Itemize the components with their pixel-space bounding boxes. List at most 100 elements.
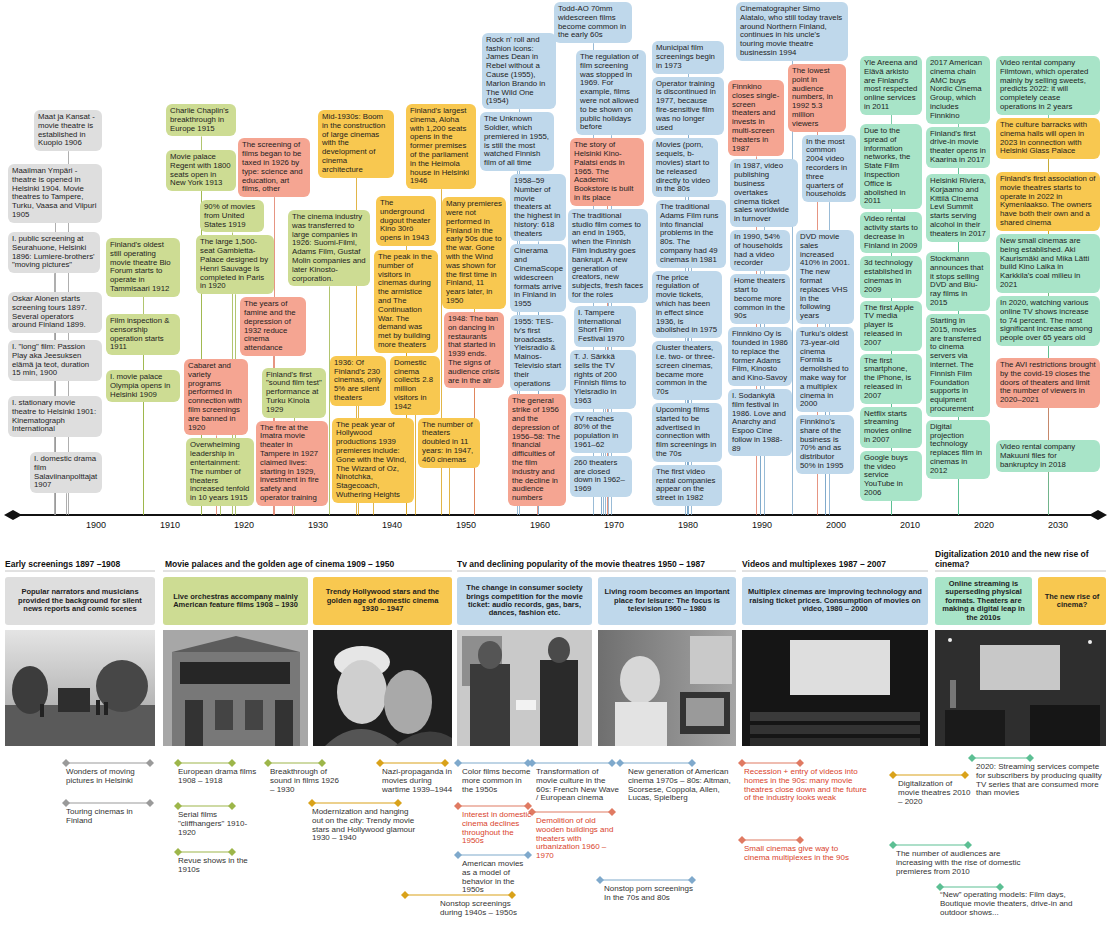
period-bar <box>62 799 154 807</box>
year-label: 1940 <box>372 521 412 531</box>
period-bar <box>264 759 326 767</box>
event-text: 3d technology established in cinemas in … <box>864 259 918 294</box>
event-box: The first smartphone, the iPhone, is rel… <box>860 354 922 404</box>
era-title: Videos and multiplexes 1987 – 2007 <box>742 560 928 569</box>
leader-line <box>825 474 826 515</box>
year-label: 1920 <box>224 521 264 531</box>
event-text: Oskar Alonen starts screening tours 1897… <box>12 295 98 330</box>
event-box: Rock n' roll and fashion icons: James De… <box>482 33 556 109</box>
event-text: In 1987, video publishing business overt… <box>734 162 794 224</box>
event-text: The fire at the Imatra movie theater in … <box>260 424 324 503</box>
event-text: I. movie palace Olympia opens in Helsink… <box>110 373 176 399</box>
event-box: Finland's first "sound film test" perfor… <box>262 368 326 418</box>
event-text: Todd-AO 70mm widescreen films become com… <box>558 5 628 40</box>
event-box: Upcoming films started to be advertised … <box>652 403 722 462</box>
event-box: The price regulation of movie tickets, w… <box>652 271 722 339</box>
event-text: Operator training is discontinued in 197… <box>656 80 720 133</box>
event-text: I. stationary movie theatre to Helsinki … <box>12 399 98 434</box>
event-box: Cabaret and variety programs performed i… <box>184 359 248 435</box>
photo-multiplex-hall <box>742 630 928 746</box>
year-label: 2030 <box>1038 521 1078 531</box>
event-text: 2017 American cinema chain AMC buys Nord… <box>930 59 986 121</box>
event-box: Due to the spread of information network… <box>860 124 922 209</box>
event-text: In the most common 2004 video recorders … <box>806 138 852 200</box>
event-text: The screening of films began to be taxed… <box>242 141 306 194</box>
event-box: I. stationary movie theatre to Helsinki … <box>8 396 102 437</box>
event-box: Cinematographer Simo Alatalo, who still … <box>736 2 848 61</box>
event-box: Netflix starts streaming movies online i… <box>860 407 922 448</box>
note-text: European drama films 1908 – 1918 <box>178 768 260 786</box>
note-text: Color films become more common in the 19… <box>462 768 532 794</box>
period-bar <box>889 841 972 849</box>
event-text: The cinema industry was transferred to l… <box>292 213 366 283</box>
note-text: Demolition of old wooden buildings and t… <box>536 817 620 861</box>
event-box: The traditional Adams Film runs into fin… <box>656 200 726 268</box>
event-text: Finnkino closes single-screen theaters a… <box>732 83 780 153</box>
event-box: Video rental company Filmtown, which ope… <box>996 56 1100 115</box>
event-text: Movies (porn, sequels, b-movies) start t… <box>656 141 714 194</box>
period-bar <box>968 754 1034 762</box>
year-label: 1950 <box>446 521 486 531</box>
event-text: Finland's oldest still operating movie t… <box>110 241 176 294</box>
era-summary-text: The new rise of cinema? <box>1043 593 1101 610</box>
event-box: Maat ja Kansat - movie theatre is establ… <box>34 110 102 151</box>
event-text: Finland's largest cinema, Aloha with 1,2… <box>410 107 472 186</box>
event-text: The large 1,500-seat Gambietta-Palace de… <box>200 238 270 291</box>
era-summary-box: Live orchestras accompany mainly America… <box>163 577 308 625</box>
event-text: Finnkino Oy is founded in 1986 to replac… <box>732 330 788 383</box>
event-text: 1955: TES-tv's first broadcasts. Yleisra… <box>514 318 562 388</box>
event-box: Finnkino closes single-screen theaters a… <box>728 80 784 156</box>
event-text: Video rental company Filmtown, which ope… <box>1000 59 1096 112</box>
event-box: Domestic cinema collects 2.8 million vis… <box>390 356 440 415</box>
note-text: Breakthrough of sound in films 1926 – 19… <box>270 768 344 794</box>
event-text: The regulation of film screening was sto… <box>580 53 642 132</box>
event-text: Video rental company Makuuni files for b… <box>1000 443 1096 469</box>
event-text: The peak year of Hollywood productions 1… <box>336 421 410 500</box>
event-text: Finnkino's share of the business is 70% … <box>800 418 850 471</box>
event-text: 260 theaters are closed down in 1962–196… <box>574 459 628 494</box>
leader-line <box>958 479 959 515</box>
event-text: 1936: Of Finland's 230 cinemas, only 5% … <box>334 359 382 403</box>
leader-line <box>601 497 602 515</box>
event-box: The general strike of 1956 and the depre… <box>508 394 566 506</box>
event-text: Maat ja Kansat - movie theatre is establ… <box>38 113 98 148</box>
period-bar <box>454 851 532 859</box>
event-box: Stockmann announces that it stops sellin… <box>926 252 990 311</box>
event-box: In 1987, video publishing business overt… <box>730 159 798 227</box>
era-summary-text: Trendy Hollywood stars and the golden ag… <box>318 588 447 613</box>
note-text: Transformation of movie culture in the 6… <box>536 768 620 803</box>
event-text: The lowest point in audience numbers, in… <box>792 67 842 129</box>
event-text: The years of famine and the depression o… <box>244 300 302 353</box>
event-box: The traditional studio film comes to an … <box>568 209 648 303</box>
period-bar <box>528 808 616 816</box>
event-box: 1948: The ban on dancing in restaurants … <box>444 312 504 388</box>
period-bar <box>308 799 402 807</box>
event-box: The AVI restrictions brought by the covi… <box>996 358 1100 408</box>
event-text: I. "long" film: Passion Play aka Jeesuks… <box>12 343 98 378</box>
event-text: I. Tampere International Short Film Fest… <box>578 309 632 344</box>
event-box: Cinerama and CinemaScope widescreen form… <box>510 244 566 312</box>
event-text: Municipal film screenings begin in 1973 <box>656 44 720 70</box>
period-bar <box>738 836 804 844</box>
era-summary-text: Living room becomes an important place f… <box>603 588 731 613</box>
event-box: Finnkino Oy is founded in 1986 to replac… <box>728 327 792 386</box>
event-text: In 1990, 54% of households had a video r… <box>734 233 786 268</box>
era-title: Movie palaces and the golden age of cine… <box>165 560 455 569</box>
event-box: Finland's largest cinema, Aloha with 1,2… <box>406 104 476 189</box>
event-box: Finland's first association of movie the… <box>996 172 1100 231</box>
event-text: Starting in 2015, movies are transferred… <box>930 317 986 414</box>
leader-line <box>373 503 374 515</box>
event-text: Netflix starts streaming movies online i… <box>864 410 918 445</box>
period-bar <box>401 891 516 899</box>
event-box: The screening of films began to be taxed… <box>238 138 310 197</box>
event-text: Movie palace Regent with 1800 seats open… <box>170 153 232 188</box>
event-text: The story of Helsinki Kino-Palatsi ends … <box>574 141 640 203</box>
leader-line <box>760 456 761 515</box>
event-text: The traditional studio film comes to an … <box>572 212 644 300</box>
period-bar <box>454 759 532 767</box>
era-summary-box: The new rise of cinema? <box>1038 577 1106 625</box>
event-text: T. J. Särkkä sells the TV rights of 200 … <box>574 353 632 406</box>
event-box: I. public screening at Seurahuone, Helsi… <box>8 232 100 273</box>
note-text: Digitalization of movie theatres 2010 – … <box>898 780 972 806</box>
era-summary-box: Living room becomes an important place f… <box>598 577 736 625</box>
